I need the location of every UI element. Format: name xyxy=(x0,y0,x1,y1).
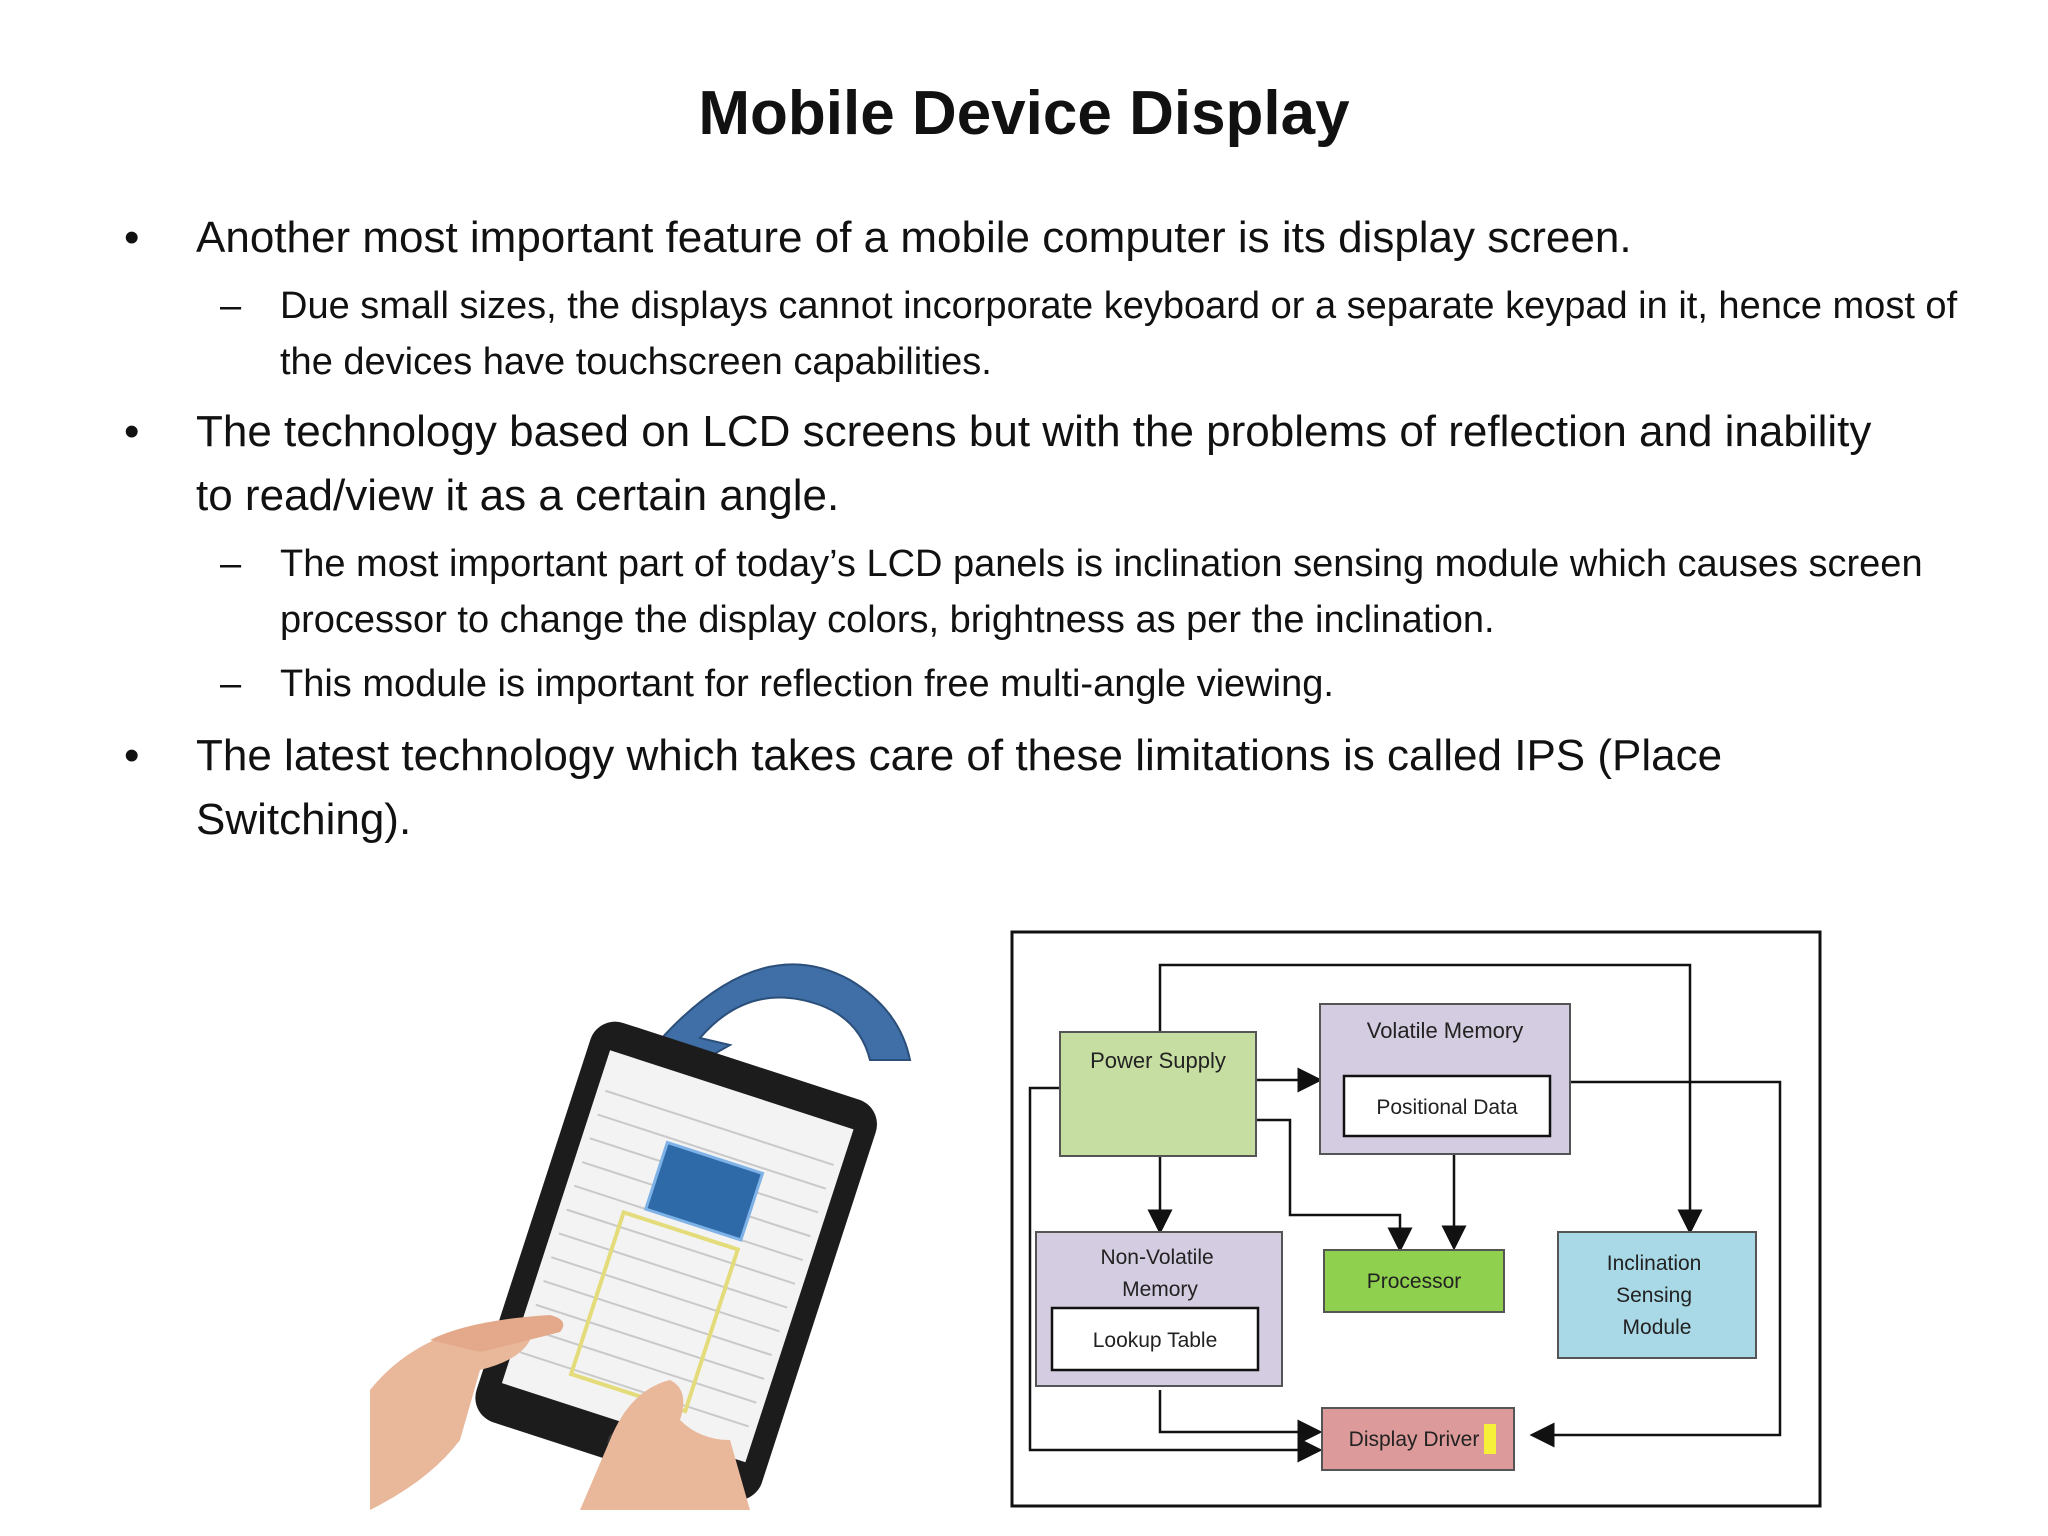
power-supply-label: Power Supply xyxy=(1090,1048,1226,1073)
processor-block xyxy=(1323,1249,1505,1313)
cursor-highlight xyxy=(1484,1424,1496,1454)
display-driver-label: Display Driver xyxy=(1349,1428,1480,1451)
positional-data-block xyxy=(1342,1074,1552,1138)
bullet-text: Another most important feature of a mobi… xyxy=(196,213,1632,262)
inclination-sensing-block xyxy=(1557,1231,1757,1359)
screen-popup xyxy=(643,1140,765,1242)
lookup-table-block xyxy=(1050,1306,1260,1372)
right-hand xyxy=(580,1380,750,1510)
volatile-memory-label: Volatile Memory xyxy=(1367,1018,1524,1043)
display-driver-block xyxy=(1321,1407,1515,1471)
bullet-marker: • xyxy=(124,213,140,262)
tablet-screen xyxy=(501,1050,854,1463)
sub-bullet-text: Due small sizes, the displays cannot inc… xyxy=(280,285,1958,383)
sub-bullet-text: This module is important for reflection … xyxy=(280,663,1334,705)
bullet-marker: • xyxy=(124,731,140,780)
sub-bullet-marker: – xyxy=(220,285,242,327)
non-volatile-memory-label: Non-Volatile Memory xyxy=(1100,1246,1219,1301)
tablet-illustration xyxy=(370,963,912,1510)
left-hand xyxy=(370,1324,530,1510)
screen-highlight xyxy=(568,1209,741,1414)
sub-bullet-marker: – xyxy=(220,543,242,585)
positional-data-label: Positional Data xyxy=(1376,1096,1518,1119)
inclination-sensing-label: Inclination Sensing Module xyxy=(1607,1252,1707,1339)
block-diagram: Power Supply Volatile Memory Positional … xyxy=(1010,930,1822,1508)
slide-title: Mobile Device Display xyxy=(698,79,1350,148)
power-supply-block xyxy=(1059,1031,1257,1157)
bullet-text: The latest technology which takes care o… xyxy=(196,731,1723,844)
bullet-text: The technology based on LCD screens but … xyxy=(196,407,1872,520)
processor-label: Processor xyxy=(1367,1270,1462,1293)
sub-bullet-text: The most important part of today’s LCD p… xyxy=(280,543,1923,641)
sub-bullet-marker: – xyxy=(220,663,242,705)
bullet-marker: • xyxy=(124,407,140,456)
lookup-table-label: Lookup Table xyxy=(1093,1329,1218,1352)
